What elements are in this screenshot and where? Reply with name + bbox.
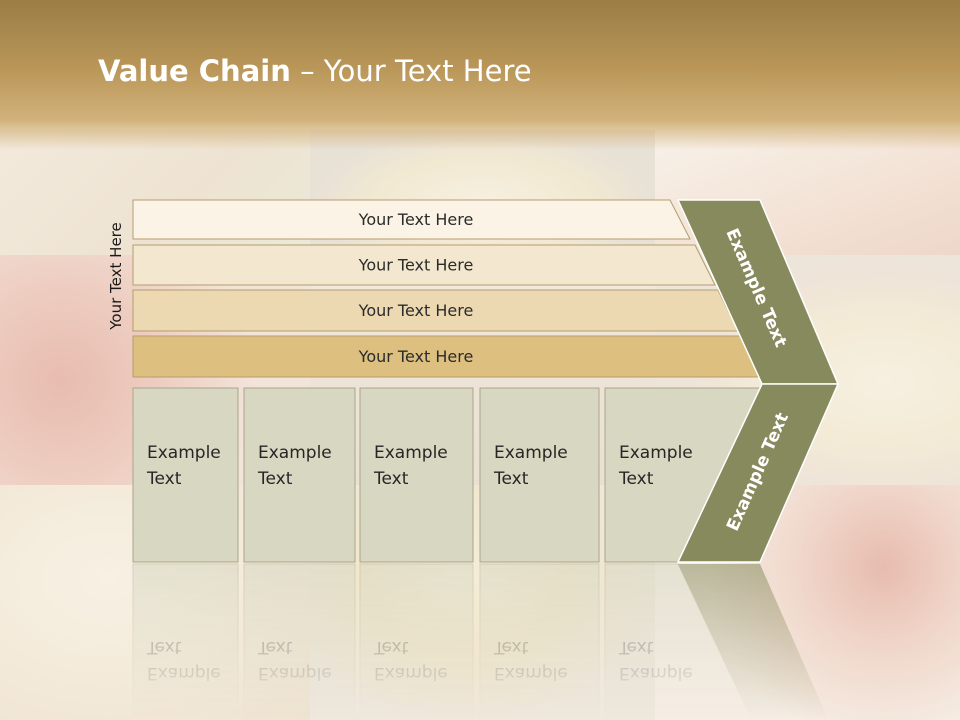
activity-box[interactable] bbox=[479, 387, 600, 563]
box-label-reflection: Example bbox=[374, 663, 448, 683]
box-label-line2: Text bbox=[493, 469, 529, 489]
box-label-line1: Example bbox=[494, 443, 568, 463]
bar-label: Your Text Here bbox=[358, 256, 474, 275]
box-label-reflection: Text bbox=[493, 637, 529, 657]
bar-label: Your Text Here bbox=[358, 301, 474, 320]
box-label-line2: Text bbox=[618, 469, 654, 489]
bar-label: Your Text Here bbox=[358, 210, 474, 229]
box-label-reflection: Example bbox=[258, 663, 332, 683]
box-label-line2: Text bbox=[373, 469, 409, 489]
box-label-reflection: Text bbox=[257, 637, 293, 657]
box-label-reflection: Example bbox=[494, 663, 568, 683]
box-label-line2: Text bbox=[146, 469, 182, 489]
value-bar[interactable] bbox=[132, 244, 716, 286]
title-rest: – Your Text Here bbox=[290, 54, 532, 88]
box-label-line1: Example bbox=[258, 443, 332, 463]
box-label-line1: Example bbox=[147, 443, 221, 463]
title-banner bbox=[0, 0, 960, 150]
box-label-reflection: Example bbox=[147, 663, 221, 683]
bar-label: Your Text Here bbox=[358, 347, 474, 366]
box-label-reflection: Text bbox=[146, 637, 182, 657]
activity-box[interactable] bbox=[359, 387, 474, 563]
slide-title[interactable]: Value Chain – Your Text Here bbox=[98, 54, 532, 88]
box-label-line2: Text bbox=[257, 469, 293, 489]
chevron-lower[interactable] bbox=[676, 383, 840, 563]
activity-box[interactable] bbox=[132, 387, 239, 563]
box-label-line1: Example bbox=[619, 443, 693, 463]
box-label-reflection: Example bbox=[619, 663, 693, 683]
title-bold: Value Chain bbox=[98, 54, 291, 88]
box-label-line1: Example bbox=[374, 443, 448, 463]
box-label-reflection: Text bbox=[618, 637, 654, 657]
activity-box[interactable] bbox=[243, 387, 356, 563]
box-label-reflection: Text bbox=[373, 637, 409, 657]
value-bar[interactable] bbox=[132, 199, 691, 240]
